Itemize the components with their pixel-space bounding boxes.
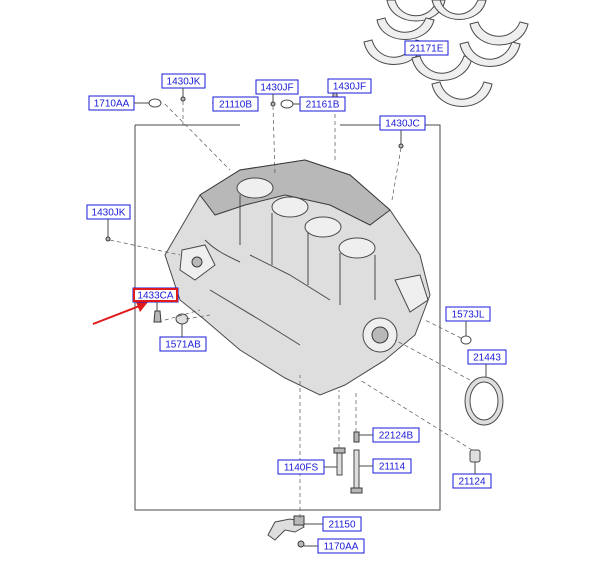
label-1571ab[interactable]: 1571AB — [159, 336, 207, 352]
svg-text:1710AA: 1710AA — [94, 99, 130, 110]
svg-text:21443: 21443 — [473, 353, 501, 364]
leader-lines — [109, 101, 473, 518]
oring-21161b — [280, 99, 294, 109]
bolt-22124b — [353, 431, 360, 443]
label-connectors — [107, 88, 487, 547]
svg-text:22124B: 22124B — [379, 431, 414, 442]
svg-text:21114: 21114 — [379, 462, 406, 473]
svg-text:1430JF: 1430JF — [333, 82, 366, 93]
cylinder-block — [164, 159, 431, 396]
svg-text:21110B: 21110B — [219, 100, 252, 111]
red-arrow-icon — [92, 302, 148, 325]
label-1430jf-left[interactable]: 1430JF — [255, 79, 299, 95]
label-22124b[interactable]: 22124B — [372, 427, 420, 443]
sensor-21150 — [267, 515, 305, 541]
svg-text:1140FS: 1140FS — [284, 463, 319, 474]
bolt-1170aa — [297, 540, 305, 548]
label-1430jk-top[interactable]: 1430JK — [161, 73, 206, 89]
svg-text:21150: 21150 — [328, 520, 356, 531]
bearing-shells — [363, 0, 529, 107]
plug-1430jc — [398, 143, 404, 149]
svg-text:1433CA: 1433CA — [137, 291, 173, 302]
plug-1430jk-top — [180, 96, 186, 102]
label-1430jc[interactable]: 1430JC — [379, 115, 426, 131]
label-21110b[interactable]: 21110B — [212, 96, 259, 112]
label-1430jf-right[interactable]: 1430JF — [327, 78, 372, 94]
plug-1430jk-mid — [105, 236, 111, 242]
bolt-1140fs — [333, 447, 346, 476]
svg-text:21161B: 21161B — [306, 100, 340, 111]
label-1170aa[interactable]: 1170AA — [317, 538, 365, 554]
label-1710aa[interactable]: 1710AA — [88, 95, 135, 111]
label-1140fs[interactable]: 1140FS — [277, 459, 325, 475]
svg-text:1170AA: 1170AA — [324, 542, 359, 553]
label-21443[interactable]: 21443 — [467, 349, 507, 365]
svg-text:1430JK: 1430JK — [92, 208, 126, 219]
oring-1573jl — [460, 335, 472, 345]
label-21150[interactable]: 21150 — [322, 516, 362, 532]
svg-text:1430JF: 1430JF — [260, 83, 293, 94]
seal-21443 — [464, 376, 504, 426]
plug-1430jf-left — [270, 101, 276, 107]
label-21161b[interactable]: 21161B — [299, 96, 346, 112]
bolt-21114 — [350, 449, 363, 494]
svg-text:1573JL: 1573JL — [452, 310, 485, 321]
label-1433ca[interactable]: 1433CA — [132, 287, 179, 303]
label-21114[interactable]: 21114 — [372, 458, 412, 474]
svg-text:1571AB: 1571AB — [165, 340, 201, 351]
label-1573jl[interactable]: 1573JL — [445, 306, 491, 322]
label-21124[interactable]: 21124 — [452, 473, 492, 489]
label-1430jk-mid[interactable]: 1430JK — [86, 204, 131, 220]
plug-1433ca — [153, 310, 162, 323]
svg-text:1430JK: 1430JK — [167, 77, 201, 88]
oring-1710aa — [148, 98, 162, 108]
svg-text:21124: 21124 — [458, 477, 486, 488]
plug-21124 — [469, 449, 481, 463]
svg-text:21171E: 21171E — [410, 44, 444, 55]
label-21171e[interactable]: 21171E — [404, 40, 449, 56]
svg-text:1430JC: 1430JC — [385, 119, 419, 130]
